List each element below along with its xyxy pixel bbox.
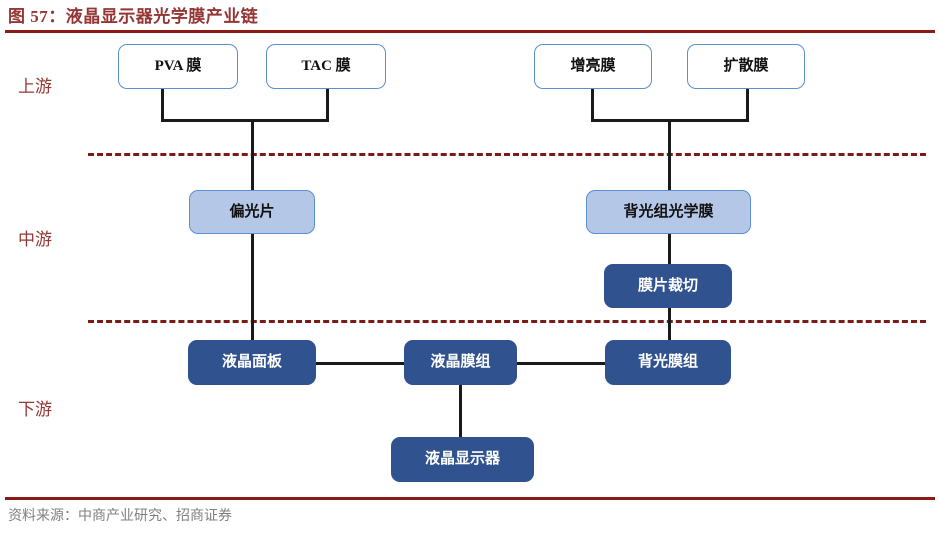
node-lcd-film-module-label: 液晶膜组 (430, 354, 491, 371)
connector-pva-drop (161, 88, 164, 121)
node-brightness-film-label: 增亮膜 (570, 58, 616, 75)
connector-film-cutting-to-blu-film-module (668, 307, 671, 346)
node-diffusion-film[interactable]: 扩散膜 (687, 44, 805, 89)
tier-label-midstream: 中游 (18, 230, 52, 249)
node-blu-optical-film-label: 背光组光学膜 (623, 203, 714, 220)
connector-diffusion-drop (746, 88, 749, 121)
node-blu-film-module-label: 背光膜组 (637, 354, 698, 371)
node-polarizer-label: 偏光片 (229, 203, 275, 220)
title-rule (5, 30, 935, 33)
connector-blu-optical-to-film-cutting (668, 233, 671, 265)
figure-title: 图 57：液晶显示器光学膜产业链 (8, 7, 259, 26)
node-lcd-display[interactable]: 液晶显示器 (391, 437, 534, 482)
tier-label-downstream: 下游 (18, 400, 52, 419)
footer-rule (5, 497, 935, 500)
node-film-cutting-label: 膜片裁切 (637, 277, 698, 294)
node-brightness-film[interactable]: 增亮膜 (534, 44, 652, 89)
connector-polarizer-to-lcd-panel (251, 233, 254, 346)
tier-label-upstream: 上游 (18, 77, 52, 96)
node-lcd-panel-label: 液晶面板 (221, 354, 282, 371)
node-tac-film-label: TAC 膜 (301, 58, 351, 75)
node-diffusion-film-label: 扩散膜 (723, 58, 769, 75)
node-blu-film-module[interactable]: 背光膜组 (605, 340, 731, 385)
node-polarizer[interactable]: 偏光片 (189, 190, 315, 234)
connector-right-bus-to-blu-optical (668, 119, 671, 191)
node-lcd-display-label: 液晶显示器 (424, 451, 500, 468)
connector-brightness-drop (591, 88, 594, 121)
node-tac-film[interactable]: TAC 膜 (266, 44, 386, 89)
node-lcd-film-module[interactable]: 液晶膜组 (404, 340, 517, 385)
node-pva-film[interactable]: PVA 膜 (118, 44, 238, 89)
connector-left-bus-to-polarizer (251, 119, 254, 191)
connector-upstream-left-bus (161, 119, 329, 122)
connector-lcd-film-module-to-blu-film-module (516, 362, 606, 365)
node-blu-optical-film[interactable]: 背光组光学膜 (586, 190, 751, 234)
node-pva-film-label: PVA 膜 (154, 58, 202, 75)
node-film-cutting[interactable]: 膜片裁切 (604, 264, 732, 308)
node-lcd-panel[interactable]: 液晶面板 (188, 340, 316, 385)
tier-divider-upper (88, 153, 926, 156)
source-note: 资料来源：中商产业研究、招商证券 (8, 509, 232, 524)
connector-lcd-film-module-to-lcd-display (459, 385, 462, 437)
connector-lcd-panel-to-lcd-film-module (315, 362, 405, 365)
connector-tac-drop (326, 88, 329, 121)
tier-divider-lower (88, 320, 926, 323)
